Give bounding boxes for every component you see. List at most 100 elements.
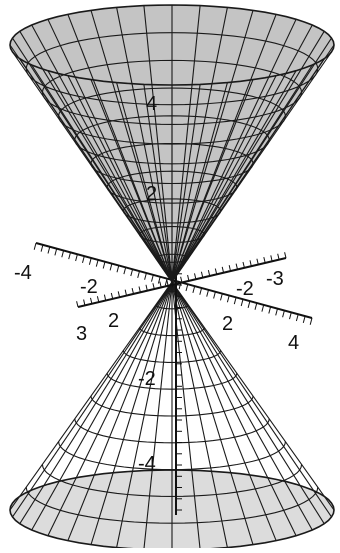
axis-tick bbox=[185, 284, 189, 292]
axis-tick bbox=[220, 293, 223, 301]
axis-tick bbox=[242, 261, 245, 268]
axis-tick bbox=[95, 259, 99, 267]
axis-tick bbox=[226, 295, 230, 303]
mesh-ring bbox=[122, 350, 222, 363]
axis-tick bbox=[61, 250, 65, 258]
axis-tick bbox=[233, 297, 237, 305]
axis-tick bbox=[289, 312, 292, 320]
axis-tick bbox=[256, 258, 259, 265]
axis-tick bbox=[171, 280, 175, 288]
axis-tick bbox=[214, 268, 218, 275]
axis-tick bbox=[180, 276, 183, 283]
mesh-ring bbox=[25, 32, 319, 106]
axis-tick bbox=[228, 265, 231, 272]
axis-tick bbox=[157, 276, 161, 284]
axis-tick bbox=[213, 291, 216, 299]
mesh-ring bbox=[74, 115, 270, 165]
axis-tick bbox=[235, 263, 238, 270]
y-axis-ticks bbox=[76, 252, 287, 308]
mesh-ring bbox=[9, 469, 335, 551]
z-tick-label: -4 bbox=[138, 453, 156, 475]
axis-tick bbox=[247, 300, 251, 309]
axis-tick bbox=[187, 274, 190, 282]
axis-tick bbox=[88, 257, 92, 265]
axis-tick bbox=[33, 242, 37, 250]
mesh-ring bbox=[155, 304, 189, 310]
mesh-ring bbox=[90, 395, 254, 417]
axis-tick bbox=[54, 248, 58, 256]
mesh-ring bbox=[58, 87, 286, 145]
z-tick-label: 2 bbox=[146, 183, 157, 205]
axis-tick bbox=[110, 292, 114, 299]
mesh-ring bbox=[90, 142, 254, 185]
axis-tick bbox=[270, 255, 273, 262]
axis-tick bbox=[268, 306, 272, 314]
x-tick-label: -4 bbox=[14, 262, 32, 284]
axis-tick bbox=[130, 269, 134, 277]
axis-tick bbox=[123, 267, 127, 275]
axis-tick bbox=[109, 263, 113, 271]
mesh-ring bbox=[41, 59, 303, 125]
axis-tick bbox=[263, 256, 266, 264]
axis-tick bbox=[103, 294, 107, 301]
axis-tick bbox=[254, 302, 258, 310]
mesh-ring bbox=[74, 418, 270, 444]
mesh-ring bbox=[9, 4, 335, 86]
axis-tick bbox=[47, 246, 51, 254]
axis-tick bbox=[152, 283, 155, 290]
z-tick-label: -2 bbox=[138, 368, 156, 390]
y-tick-label: -2 bbox=[236, 278, 254, 300]
axis-tick bbox=[76, 301, 79, 308]
axis-tick bbox=[192, 285, 196, 294]
axis-tick bbox=[282, 310, 285, 318]
y-tick-label: -3 bbox=[266, 268, 284, 290]
axis-tick bbox=[207, 269, 211, 277]
axis-tick bbox=[166, 279, 169, 286]
axis-tick bbox=[261, 304, 265, 312]
axis-tick bbox=[90, 297, 93, 304]
axis-tick bbox=[144, 272, 147, 280]
axis-tick bbox=[82, 255, 85, 264]
mesh-ring bbox=[106, 373, 238, 390]
axis-tick bbox=[145, 284, 148, 291]
x-axis-ticks bbox=[33, 242, 313, 325]
lower-nappe bbox=[9, 281, 335, 551]
mesh-ring bbox=[139, 226, 205, 244]
axis-tick bbox=[151, 274, 154, 282]
axis-tick bbox=[240, 299, 244, 307]
mesh-ring bbox=[106, 170, 238, 204]
upper-nappe bbox=[9, 4, 335, 283]
axis-tick bbox=[116, 265, 120, 273]
mesh-ring bbox=[155, 253, 189, 263]
axis-tick bbox=[138, 286, 141, 293]
axis-tick bbox=[275, 308, 278, 316]
tick-labels: 4 2 -2 -4 -4 -2 2 4 -3 -2 2 3 bbox=[14, 93, 299, 475]
axis-tick bbox=[200, 271, 204, 278]
axis-tick bbox=[277, 253, 280, 260]
axis-tick bbox=[102, 261, 106, 269]
axis-tick bbox=[194, 273, 197, 280]
axis-tick bbox=[199, 287, 203, 295]
x-tick-label: 4 bbox=[288, 332, 299, 354]
axis-tick bbox=[178, 282, 182, 290]
axis-tick bbox=[249, 260, 252, 267]
x-tick-label: 2 bbox=[222, 313, 233, 335]
mesh-ring bbox=[139, 327, 205, 337]
mesh-ring bbox=[122, 198, 222, 224]
axis-tick bbox=[96, 296, 100, 303]
axis-tick bbox=[302, 315, 306, 324]
axis-tick bbox=[83, 299, 86, 306]
axis-tick bbox=[206, 289, 209, 297]
axis-tick bbox=[284, 252, 287, 259]
z-tick-label: 4 bbox=[146, 93, 157, 115]
axis-tick bbox=[131, 287, 134, 295]
axis-tick bbox=[124, 289, 127, 296]
axis-tick bbox=[221, 266, 225, 273]
axis-tick bbox=[159, 281, 162, 288]
axis-tick bbox=[137, 270, 140, 279]
y-tick-label: 2 bbox=[108, 310, 119, 332]
axis-tick bbox=[164, 278, 168, 286]
axis-tick bbox=[295, 314, 299, 322]
